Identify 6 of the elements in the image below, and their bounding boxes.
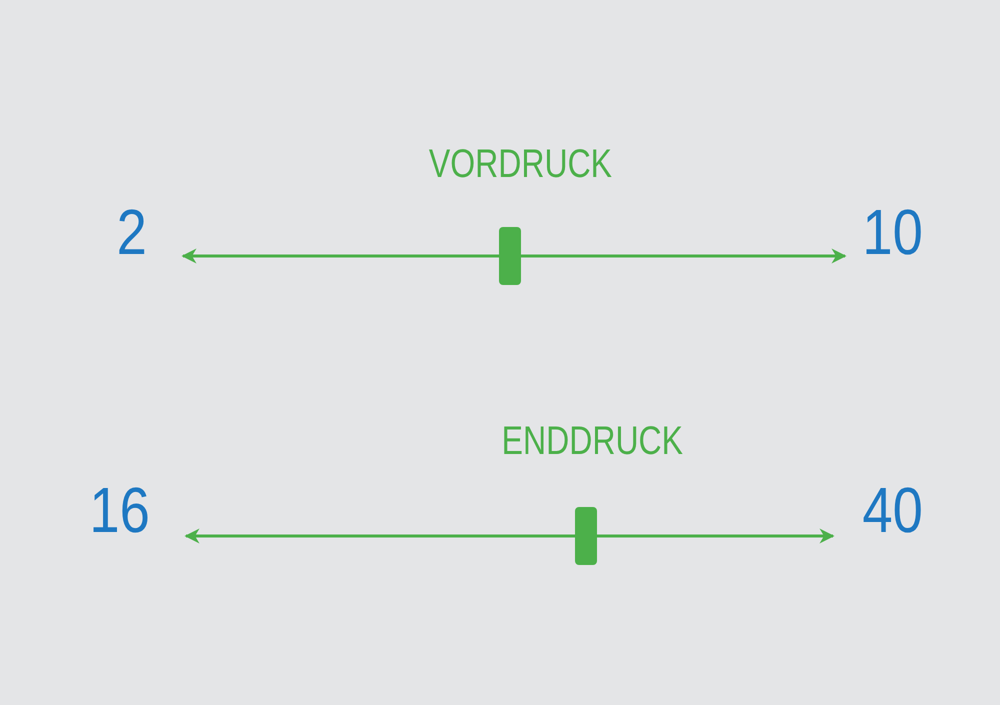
scale-max-value: 10 <box>862 200 922 264</box>
scale-title: ENDDRUCK <box>501 421 683 461</box>
scale-min-value: 2 <box>116 200 147 264</box>
scale-min-value: 16 <box>88 478 150 542</box>
scale-max-value: 40 <box>862 478 922 542</box>
scale-title: VORDRUCK <box>428 144 612 184</box>
